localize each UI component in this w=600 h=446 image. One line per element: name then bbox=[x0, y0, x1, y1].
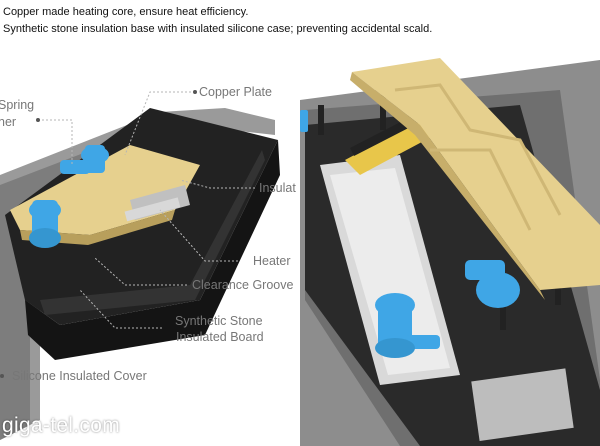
right-device bbox=[300, 58, 600, 446]
caption-line-1: Copper made heating core, ensure heat ef… bbox=[3, 6, 249, 18]
watermark: giga-tel.com bbox=[2, 414, 120, 437]
caption-line-2: Synthetic stone insulation base with ins… bbox=[3, 23, 433, 35]
right-blue-clips bbox=[300, 110, 520, 358]
label-spring: Spring bbox=[0, 98, 35, 112]
label-insulated-board: Insulated Board bbox=[176, 330, 264, 344]
label-heater: Heater bbox=[253, 254, 291, 268]
label-spring-cont: ner bbox=[0, 115, 17, 129]
left-blue-clip bbox=[29, 145, 109, 248]
label-synthetic-stone: Synthetic Stone bbox=[175, 314, 263, 328]
label-clearance-groove: Clearance Groove bbox=[192, 278, 294, 292]
floating-copper-plate bbox=[352, 58, 600, 290]
left-device bbox=[0, 108, 280, 440]
label-insulat: Insulat bbox=[259, 181, 296, 195]
label-dot-copper bbox=[193, 90, 197, 94]
label-dot-silicone bbox=[0, 374, 4, 378]
label-copper-plate: Copper Plate bbox=[199, 85, 272, 99]
label-silicone-cover: Silicone Insulated Cover bbox=[12, 369, 147, 383]
label-dot-spring bbox=[36, 118, 40, 122]
